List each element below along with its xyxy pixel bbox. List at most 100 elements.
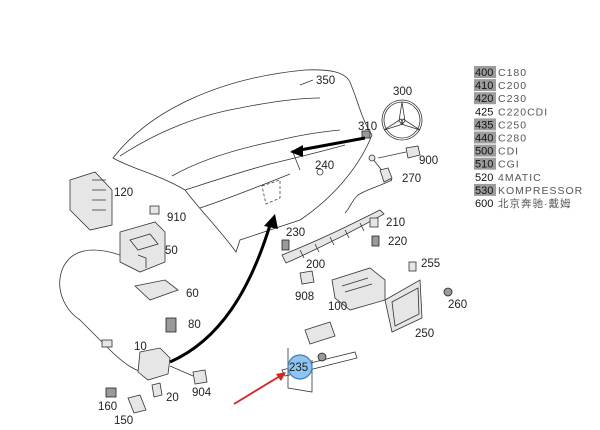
callout-235: 235 [289, 362, 308, 374]
plate-250: 250 [384, 279, 434, 340]
callout-60: 60 [186, 288, 199, 300]
callout-160: 160 [98, 401, 117, 413]
variant-label: 4MATIC [498, 172, 542, 184]
bolt-80: 80 [165, 317, 201, 333]
latch-60: 60 [134, 279, 199, 301]
variant-code-bg [474, 92, 496, 105]
callout-910: 910 [167, 212, 186, 224]
trunk-lid [112, 69, 373, 253]
clip-20: 20 [151, 382, 179, 404]
clip-255: 255 [408, 258, 440, 272]
callout-200: 200 [306, 259, 325, 271]
connector-900: 900 [377, 145, 438, 167]
trunk-switch-100: 100 [328, 267, 386, 313]
variant-code-bg [474, 131, 496, 144]
variant-code: 420 [475, 93, 493, 105]
variant-code-bg [474, 118, 496, 131]
callout-270: 270 [402, 173, 421, 185]
variant-code-bg [474, 79, 496, 92]
variant-code: 520 [475, 172, 493, 184]
connector-910: 910 [149, 205, 186, 224]
callout-300: 300 [393, 86, 412, 98]
trunk-lock-10: 10 [134, 341, 171, 381]
brake-light-200: 200 [281, 209, 385, 271]
variant-code: 400 [475, 67, 493, 79]
variant-row-425: 425 C220CDI [475, 106, 548, 118]
variant-row-530: 530 KOMPRESSOR [474, 183, 583, 197]
variant-code: 425 [475, 106, 493, 118]
callout-50: 50 [165, 245, 178, 257]
pointer-arrow [233, 372, 286, 405]
highlight-marker [287, 354, 313, 380]
callout-260: 260 [448, 299, 467, 311]
bracket-150: 150 [114, 394, 147, 427]
variant-label: C230 [498, 93, 527, 105]
star-emblem: 300 [381, 86, 423, 141]
variant-row-600: 600 北京奔驰·戴姆 [475, 197, 572, 210]
callout-220: 220 [388, 236, 407, 248]
variant-label: CGI [498, 159, 520, 171]
variant-code-bg [474, 66, 496, 78]
connector-904: 904 [169, 365, 212, 399]
screw-240: 240 [315, 160, 334, 176]
variant-label: C200 [498, 80, 527, 92]
variant-code: 410 [475, 80, 493, 92]
variant-row-410: 410 C200 [474, 79, 527, 92]
clip-310: 310 [358, 121, 377, 139]
callout-210: 210 [386, 217, 405, 229]
variant-label: 北京奔驰·戴姆 [498, 197, 572, 210]
bolt-160: 160 [98, 387, 117, 413]
variant-code: 435 [475, 119, 493, 131]
install-arrow-lower [169, 214, 278, 364]
variant-row-520: 520 4MATIC [475, 172, 542, 184]
callout-120: 120 [114, 187, 133, 199]
plug-210: 210 [369, 217, 405, 229]
callout-20: 20 [166, 392, 179, 404]
variant-label: C180 [498, 67, 527, 79]
variant-code: 530 [475, 185, 493, 197]
callout-255: 255 [421, 258, 440, 270]
screw-220: 220 [371, 235, 407, 248]
variant-label: KOMPRESSOR [498, 185, 583, 197]
callout-240: 240 [315, 160, 334, 172]
variant-row-510: 510 CGI [474, 157, 520, 171]
variant-code: 510 [475, 159, 493, 171]
variant-row-400: 400 C180 [474, 66, 527, 79]
variant-row-420: 420 C230 [474, 92, 527, 105]
callout-250: 250 [415, 328, 434, 340]
connector-908: 908 [295, 270, 315, 303]
variant-row-440: 440 C280 [474, 131, 527, 145]
screw-230: 230 [281, 227, 305, 251]
variant-label: C280 [498, 133, 527, 145]
variant-code-bg [474, 157, 496, 170]
callout-900: 900 [419, 155, 438, 167]
variant-code: 500 [475, 146, 493, 158]
callout-150: 150 [114, 415, 133, 427]
variant-code: 600 [475, 198, 493, 210]
variant-label: C220CDI [498, 106, 548, 118]
callout-100: 100 [328, 301, 347, 313]
callout-310: 310 [358, 121, 377, 133]
release-cable [59, 249, 143, 373]
wiring-harness-270: 270 [344, 154, 421, 214]
callout-904: 904 [192, 387, 212, 399]
callout-908: 908 [295, 291, 314, 303]
callout-350: 350 [316, 75, 335, 87]
cover-120: 120 [69, 171, 133, 231]
callout-230: 230 [286, 227, 305, 239]
pad-235: 235 [281, 321, 358, 393]
callout-10: 10 [134, 341, 147, 353]
variant-code-bg [474, 183, 496, 196]
variant-code: 440 [475, 133, 493, 145]
variant-code-bg [474, 144, 496, 157]
callout-80: 80 [188, 319, 201, 331]
variant-row-435: 435 C250 [474, 118, 527, 131]
screw-260: 260 [443, 287, 467, 311]
variant-label: CDI [498, 146, 519, 158]
variant-label: C250 [498, 119, 527, 131]
latch-actuator-50: 50 [119, 221, 178, 273]
variant-row-500: 500 CDI [474, 144, 519, 158]
install-arrow-upper [290, 136, 366, 157]
